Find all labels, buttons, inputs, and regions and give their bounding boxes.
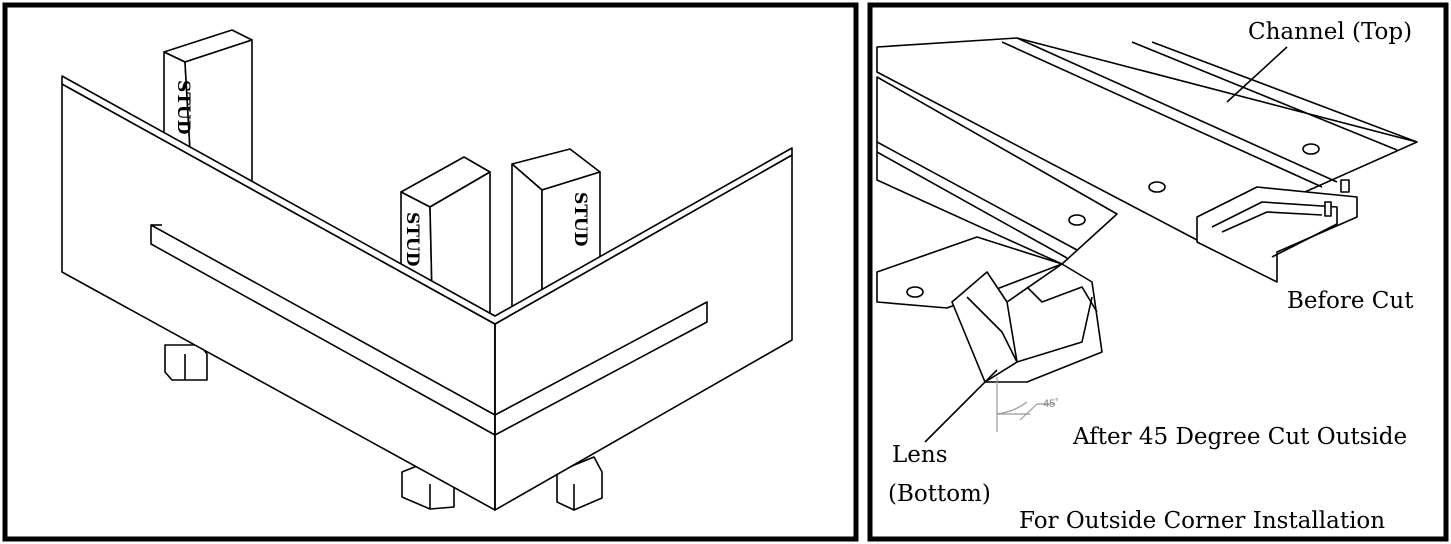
label-lens-line1: Lens xyxy=(892,442,948,468)
label-channel-top: Channel (Top) xyxy=(1248,19,1413,45)
channel-cut-illustration: Channel (Top) Before Cut 45˚ After 45 De… xyxy=(867,2,1449,542)
label-footer: For Outside Corner Installation xyxy=(1019,508,1386,534)
channel-after-cut xyxy=(876,76,1118,383)
angle-dimension xyxy=(996,377,1055,432)
angle-label: 45˚ xyxy=(1043,398,1059,410)
corner-wall-drawing: STUD STUD STUD xyxy=(2,2,859,542)
leader-channel xyxy=(1226,46,1288,103)
stud-label-left: STUD xyxy=(173,80,193,135)
leader-lens xyxy=(924,369,998,443)
stud-left-base xyxy=(164,344,208,381)
channel-drawing xyxy=(867,2,1449,542)
label-lens-line2: (Bottom) xyxy=(888,481,991,507)
channel-before-cut xyxy=(876,37,1418,283)
stud-right xyxy=(511,148,601,313)
wall-top-edge xyxy=(61,75,793,325)
corner-installation-illustration: STUD STUD STUD xyxy=(2,2,859,542)
stud-right-base xyxy=(556,456,603,511)
stud-label-right: STUD xyxy=(570,192,590,247)
stud-label-middle: STUD xyxy=(402,212,422,267)
label-after-cut: After 45 Degree Cut Outside xyxy=(1073,424,1408,450)
label-before-cut: Before Cut xyxy=(1287,288,1414,314)
